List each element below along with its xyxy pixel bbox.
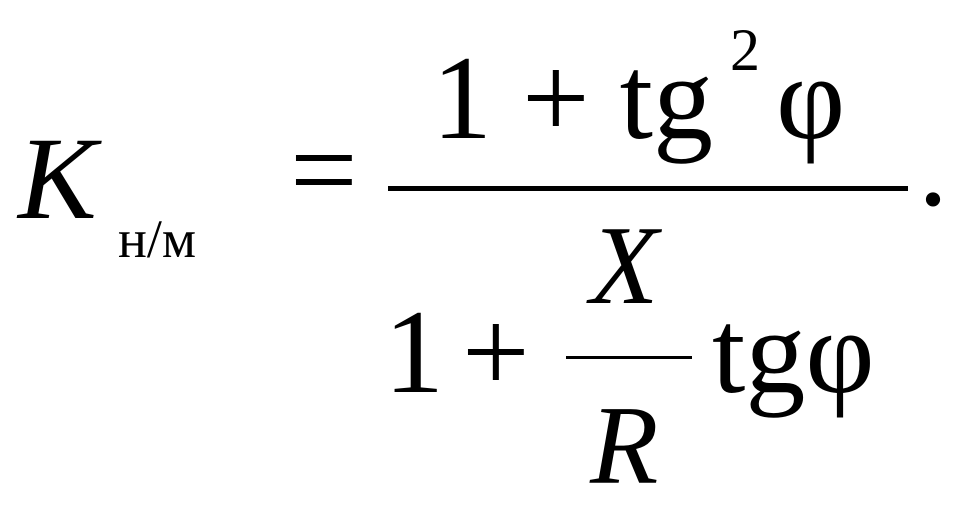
denominator-plus: +	[462, 285, 530, 418]
inner-numerator-x: X	[590, 204, 659, 328]
equals-sign: =	[290, 103, 358, 236]
end-period: .	[918, 98, 948, 231]
numerator-exponent: 2	[730, 17, 760, 83]
numerator-text: 1 + tg	[432, 31, 714, 164]
inner-denominator-r: R	[590, 384, 659, 508]
main-fraction-bar	[388, 186, 908, 191]
k-subscript: н/м	[118, 209, 197, 269]
k-symbol: K	[18, 113, 97, 244]
denominator-one: 1	[384, 285, 444, 418]
denominator-trig: tgφ	[712, 285, 875, 418]
inner-fraction-bar	[566, 356, 692, 359]
numerator-phi: φ	[776, 31, 846, 164]
